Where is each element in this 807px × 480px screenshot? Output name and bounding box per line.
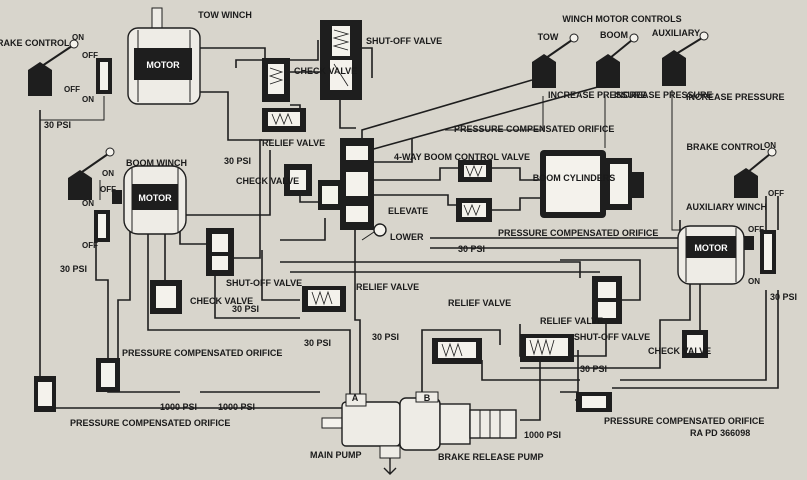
pressure-30-a: 30 PSI xyxy=(44,120,71,130)
off-label: OFF xyxy=(768,189,784,198)
on-label: ON xyxy=(102,169,114,178)
brake-release-pump-label: BRAKE RELEASE PUMP xyxy=(438,452,544,462)
check-valve-top-label: CHECK VALVE xyxy=(294,66,357,76)
pco-left-label: PRESSURE COMPENSATED ORIFICE xyxy=(122,348,282,358)
pressure-1000-b: 1000 PSI xyxy=(218,402,255,412)
relief-valve-right-label: RELIEF VALVE xyxy=(540,316,603,326)
shut-off-valve-boom-label: SHUT-OFF VALVE xyxy=(226,278,302,288)
pco-left xyxy=(96,358,120,392)
relief-valve-center-label: RELIEF VALVE xyxy=(356,282,419,292)
auxiliary-winch-label: AUXILIARY WINCH xyxy=(686,202,767,212)
port-a-label: A xyxy=(352,393,359,403)
shut-off-valve-right: SHUT-OFF VALVE xyxy=(574,276,650,342)
brake-control-top-left-label: BRAKE CONTROL xyxy=(0,38,70,48)
relief-valve-top-label: RELIEF VALVE xyxy=(262,138,325,148)
on-label: ON xyxy=(748,277,760,286)
on-label: ON xyxy=(82,199,94,208)
tow-motor-label: MOTOR xyxy=(146,60,180,70)
off-label: OFF xyxy=(100,185,116,194)
pco-center-lower-label: PRESSURE COMPENSATED ORIFICE xyxy=(498,228,658,238)
pco-right-bottom xyxy=(576,392,612,412)
shut-off-valve-top: SHUT-OFF VALVE xyxy=(320,20,442,100)
pressure-30-d: 30 PSI xyxy=(232,304,259,314)
tow-winch: MOTOR TOW WINCH xyxy=(127,7,252,105)
boom-control-valve-label: 4-WAY BOOM CONTROL VALVE xyxy=(0,0,136,2)
boom-control-valve: 4-WAY BOOM CONTROL VALVE xyxy=(0,0,387,241)
increase-pressure-tow: INCREASE PRESSURE xyxy=(548,90,647,100)
pco-right-bottom-label: PRESSURE COMPENSATED ORIFICE xyxy=(604,416,764,426)
auxiliary-control-label: AUXILIARY xyxy=(652,28,700,38)
on-label: ON xyxy=(82,95,94,104)
pressure-30-g: 30 PSI xyxy=(458,244,485,254)
check-valve-top: CHECK VALVE xyxy=(262,58,357,102)
boom-control-valve-text: 4-WAY BOOM CONTROL VALVE xyxy=(394,152,530,162)
aux-motor-label: MOTOR xyxy=(694,243,728,253)
boom-cylinders: BOOM CYLINDERS xyxy=(533,150,644,218)
off-label: OFF xyxy=(82,51,98,60)
reference-label: RA PD 366098 xyxy=(690,428,750,438)
pressure-30-i: 30 PSI xyxy=(770,292,797,302)
off-label: OFF xyxy=(64,85,80,94)
elevate-label: ELEVATE xyxy=(388,206,428,216)
off-label: OFF xyxy=(748,225,764,234)
pco-center-upper xyxy=(458,160,492,182)
pressure-30-f: 30 PSI xyxy=(372,332,399,342)
tow-control-label: TOW xyxy=(538,32,559,42)
pco-center-upper-label: PRESSURE COMPENSATED ORIFICE xyxy=(454,124,614,134)
pressure-1000-a: 1000 PSI xyxy=(160,402,197,412)
pressure-30-h: 30 PSI xyxy=(580,364,607,374)
pressure-30-e: 30 PSI xyxy=(304,338,331,348)
port-b-label: B xyxy=(424,393,431,403)
winch-motor-controls-label: WINCH MOTOR CONTROLS xyxy=(562,14,681,24)
on-label: ON xyxy=(72,33,84,42)
pco-left-bottom xyxy=(34,376,56,412)
shut-off-valve-right-label: SHUT-OFF VALVE xyxy=(574,332,650,342)
check-valve-mid: CHECK VALVE xyxy=(236,164,312,196)
boom-cylinders-label: BOOM CYLINDERS xyxy=(533,173,616,183)
main-pump-label: MAIN PUMP xyxy=(310,450,362,460)
auxiliary-winch: MOTOR OFF ON xyxy=(677,225,776,286)
boom-motor-label: MOTOR xyxy=(138,193,172,203)
main-pump: A B MAIN PUMP xyxy=(310,391,441,475)
brake-control-boom: ON OFF ON OFF xyxy=(68,147,116,250)
pco-center-lower xyxy=(456,198,492,222)
check-valve-boom-label: CHECK VALVE xyxy=(190,296,253,306)
relief-valve-top: RELIEF VALVE xyxy=(262,108,325,148)
on-label: ON xyxy=(764,141,776,150)
check-valve-mid-label: CHECK VALVE xyxy=(236,176,299,186)
tow-winch-label: TOW WINCH xyxy=(198,10,252,20)
brake-control-top-left: BRAKE CONTROL ON OFF OFF ON xyxy=(0,33,112,104)
pressure-callouts: 30 PSI 30 PSI 30 PSI 30 PSI 30 PSI 30 PS… xyxy=(44,120,797,440)
pco-left-bottom-label: PRESSURE COMPENSATED ORIFICE xyxy=(70,418,230,428)
relief-valve-right: RELIEF VALVE xyxy=(520,316,603,362)
boom-control-label: BOOM xyxy=(600,30,628,40)
shut-off-valve-top-label: SHUT-OFF VALVE xyxy=(366,36,442,46)
relief-valve-center: RELIEF VALVE xyxy=(302,282,419,312)
increase-pressure-boom: INCREASE PRESSURE xyxy=(614,90,713,100)
brake-release-pump: BRAKE RELEASE PUMP xyxy=(438,403,544,462)
shut-off-valve-boom: SHUT-OFF VALVE xyxy=(206,228,302,288)
relief-valve-pump-label: RELIEF VALVE xyxy=(448,298,511,308)
boom-winch: MOTOR BOOM WINCH xyxy=(112,158,187,235)
off-label: OFF xyxy=(82,241,98,250)
check-valve-boom: CHECK VALVE xyxy=(150,280,253,314)
check-valve-right-label: CHECK VALVE xyxy=(648,346,711,356)
increase-pressure-aux: INCREASE PRESSURE xyxy=(686,92,785,102)
check-valve-right: CHECK VALVE xyxy=(648,330,711,358)
labels: 4-WAY BOOM CONTROL VALVE PRESSURE COMPEN… xyxy=(70,90,785,428)
boom-winch-label: BOOM WINCH xyxy=(126,158,187,168)
lower-label: LOWER xyxy=(390,232,424,242)
relief-valve-pump: RELIEF VALVE xyxy=(432,298,511,364)
winch-motor-controls: WINCH MOTOR CONTROLS TOW BOOM AUXILIARY xyxy=(532,14,709,88)
pipe-network xyxy=(39,40,779,421)
brake-control-right-label: BRAKE CONTROL xyxy=(687,142,766,152)
pressure-30-c: 30 PSI xyxy=(60,264,87,274)
brake-control-right: BRAKE CONTROL ON OFF xyxy=(687,141,784,198)
pressure-1000-c: 1000 PSI xyxy=(524,430,561,440)
pressure-30-b: 30 PSI xyxy=(224,156,251,166)
